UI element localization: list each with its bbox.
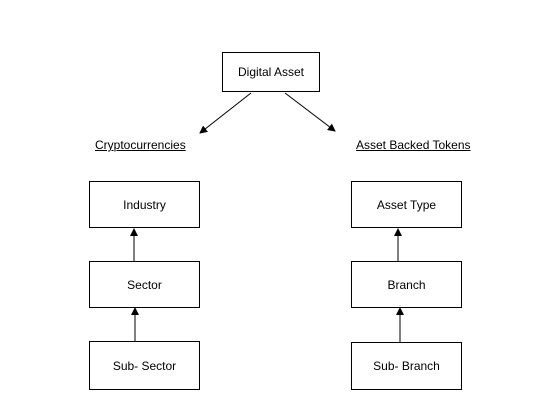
heading-asset-backed-tokens: Asset Backed Tokens <box>356 138 471 152</box>
arrow-root-to-cryptocurrencies <box>199 92 252 134</box>
root-node-digital-asset: Digital Asset <box>222 52 320 92</box>
node-sub-sector: Sub- Sector <box>89 341 200 390</box>
node-sector: Sector <box>89 261 200 308</box>
node-sub-branch: Sub- Branch <box>351 342 462 390</box>
node-asset-type: Asset Type <box>351 181 462 228</box>
arrow-root-to-asset-backed-tokens <box>284 92 336 132</box>
node-branch: Branch <box>351 261 462 308</box>
heading-cryptocurrencies: Cryptocurrencies <box>95 138 186 152</box>
node-industry: Industry <box>89 181 200 228</box>
